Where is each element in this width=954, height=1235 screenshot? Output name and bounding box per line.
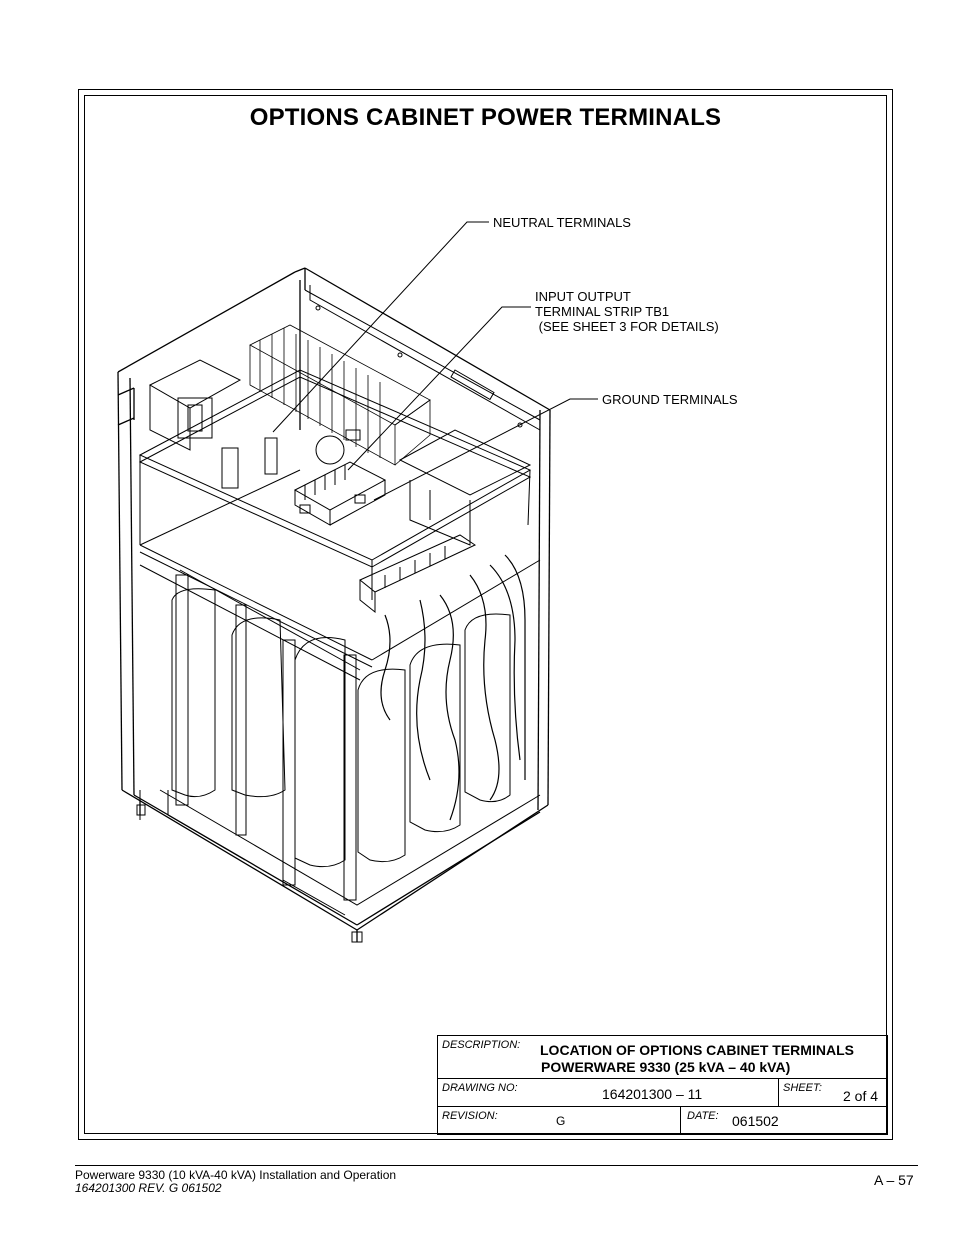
title-block-divider <box>437 1078 888 1079</box>
footer-text: Powerware 9330 (10 kVA-40 kVA) Installat… <box>75 1169 396 1195</box>
drawing-title: OPTIONS CABINET POWER TERMINALS <box>249 104 722 131</box>
footer-rule <box>75 1165 918 1166</box>
revision-value: G <box>556 1114 566 1128</box>
cabinet-base <box>136 789 541 943</box>
title-block-divider <box>437 1106 888 1107</box>
back-panel <box>304 285 541 431</box>
leader-lines <box>272 221 598 501</box>
ground-bus-bar <box>359 534 477 614</box>
callout-input-output-terminal-strip: INPUT OUTPUT TERMINAL STRIP TB1 (SEE SHE… <box>535 289 719 334</box>
description-line1: LOCATION OF OPTIONS CABINET TERMINALS <box>540 1042 854 1058</box>
transformer-left-back <box>171 574 286 836</box>
cables <box>380 554 526 821</box>
sheet-label: SHEET: <box>783 1082 822 1094</box>
upper-tray <box>138 369 532 600</box>
drawing-no-label: DRAWING NO: <box>442 1082 518 1094</box>
date-value: 061502 <box>732 1113 779 1129</box>
drawing-inner-frame <box>84 95 887 1134</box>
description-label: DESCRIPTION: <box>442 1039 521 1051</box>
callout-ground-terminals: GROUND TERMINALS <box>602 392 738 407</box>
title-block-divider <box>680 1106 681 1135</box>
title-block-divider <box>778 1078 779 1106</box>
drawing-number: 164201300 – 11 <box>602 1086 703 1102</box>
callout-neutral-terminals: NEUTRAL TERMINALS <box>493 215 631 230</box>
sheet-number: 2 of 4 <box>843 1088 879 1104</box>
transformer-front <box>282 613 511 901</box>
revision-label: REVISION: <box>442 1110 498 1122</box>
drawing-outer-frame <box>78 89 893 1140</box>
heat-sink-fins <box>249 324 431 466</box>
cabinet-rails <box>139 469 541 681</box>
description-line2: POWERWARE 9330 (25 kVA – 40 kVA) <box>541 1059 791 1075</box>
title-block <box>437 1035 888 1135</box>
date-label: DATE: <box>687 1110 719 1122</box>
left-components <box>148 359 361 489</box>
page-number: A – 57 <box>874 1172 914 1188</box>
terminal-strip-tb1 <box>293 461 387 526</box>
footer-document-number: 164201300 REV. G 061502 <box>75 1181 222 1195</box>
footer-manual-title: Powerware 9330 (10 kVA-40 kVA) Installat… <box>75 1168 397 1182</box>
